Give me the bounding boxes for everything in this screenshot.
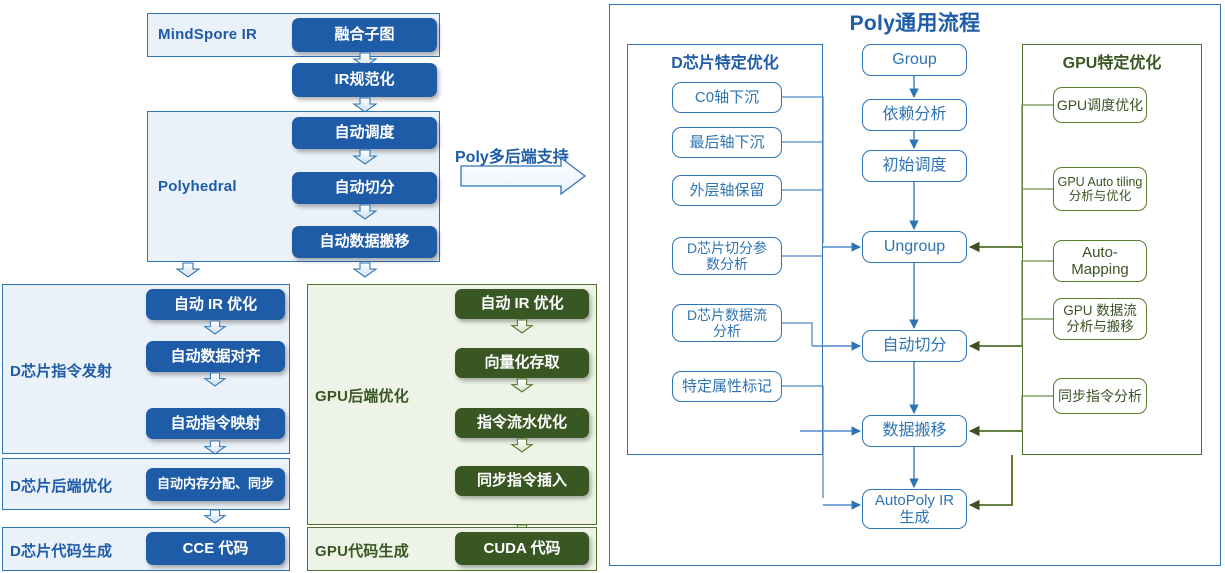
gpu-specific-group-title: GPU特定优化 <box>1062 55 1162 72</box>
chip-ungroup[interactable]: Ungroup <box>862 231 967 263</box>
chevron-down-icon <box>203 320 227 335</box>
chip-center-auto-tiling[interactable]: 自动切分 <box>862 330 967 362</box>
chip-gpu-schedule-opt[interactable]: GPU调度优化 <box>1053 87 1147 123</box>
chevron-down-icon <box>352 262 378 278</box>
chip-fused-subgraph[interactable]: 融合子图 <box>292 18 437 52</box>
chip-gpu-inst-pipeline[interactable]: 指令流水优化 <box>455 408 589 438</box>
chip-cce-code[interactable]: CCE 代码 <box>146 532 285 565</box>
gpu-codegen-label: GPU代码生成 <box>315 543 409 560</box>
d-chip-codegen-label: D芯片代码生成 <box>10 543 113 560</box>
chip-auto-data-move[interactable]: 自动数据搬移 <box>292 226 437 258</box>
chip-autopoly-ir-gen[interactable]: AutoPoly IR 生成 <box>862 489 967 529</box>
chip-gpu-auto-ir-opt[interactable]: 自动 IR 优化 <box>455 289 589 319</box>
chip-last-axis-sink[interactable]: 最后轴下沉 <box>672 127 782 158</box>
chevron-down-icon <box>510 319 534 334</box>
chip-gpu-vector-access[interactable]: 向量化存取 <box>455 348 589 378</box>
chevron-down-icon <box>352 149 378 165</box>
chip-auto-tiling[interactable]: 自动切分 <box>292 172 437 204</box>
chip-center-data-move[interactable]: 数据搬移 <box>862 415 967 447</box>
chip-d-auto-inst-map[interactable]: 自动指令映射 <box>146 408 285 439</box>
chip-gpu-dataflow-analysis[interactable]: GPU 数据流 分析与搬移 <box>1053 298 1147 340</box>
chevron-down-icon <box>510 378 534 393</box>
chevron-down-icon <box>352 97 378 113</box>
chip-d-auto-mem-alloc[interactable]: 自动内存分配、同步 <box>146 468 285 501</box>
chevron-down-icon <box>203 509 227 524</box>
chip-d-auto-data-align[interactable]: 自动数据对齐 <box>146 341 285 372</box>
chip-sync-inst-analysis[interactable]: 同步指令分析 <box>1053 378 1147 414</box>
chip-initial-schedule[interactable]: 初始调度 <box>862 150 967 182</box>
chip-auto-schedule[interactable]: 自动调度 <box>292 117 437 149</box>
polyhedral-label: Polyhedral <box>158 178 237 195</box>
chip-gpu-sync-inst-insert[interactable]: 同步指令插入 <box>455 466 589 496</box>
chip-d-auto-ir-opt[interactable]: 自动 IR 优化 <box>146 289 285 320</box>
chip-specific-attr-tag[interactable]: 特定属性标记 <box>672 371 782 402</box>
chip-c0-axis-sink[interactable]: C0轴下沉 <box>672 82 782 113</box>
chevron-down-icon <box>175 262 201 278</box>
chip-dependency-analysis[interactable]: 依赖分析 <box>862 99 967 131</box>
chevron-down-icon <box>203 440 227 455</box>
chip-gpu-auto-tiling[interactable]: GPU Auto tiling 分析与优化 <box>1053 167 1147 211</box>
chevron-down-icon <box>352 204 378 220</box>
poly-multi-backend-label: Poly多后端支持 <box>455 149 569 166</box>
d-chip-emit-label: D芯片指令发射 <box>10 363 113 380</box>
poly-general-flow-title: Poly通用流程 <box>849 12 981 35</box>
chevron-down-icon <box>510 438 534 453</box>
chip-group[interactable]: Group <box>862 44 967 76</box>
chip-cuda-code[interactable]: CUDA 代码 <box>455 532 589 565</box>
chip-outer-axis-keep[interactable]: 外层轴保留 <box>672 175 782 206</box>
d-chip-specific-group-title: D芯片特定优化 <box>671 55 779 72</box>
mindspore-ir-label: MindSpore IR <box>158 26 258 43</box>
chevron-down-icon <box>203 372 227 387</box>
chip-d-dataflow-analysis[interactable]: D芯片数据流 分析 <box>672 304 782 342</box>
chip-d-tiling-param-analysis[interactable]: D芯片切分参 数分析 <box>672 237 782 275</box>
d-chip-backend-label: D芯片后端优化 <box>10 478 113 495</box>
chip-ir-normalization[interactable]: IR规范化 <box>292 63 437 97</box>
chip-auto-mapping[interactable]: Auto- Mapping <box>1053 240 1147 282</box>
gpu-backend-label: GPU后端优化 <box>315 388 409 405</box>
